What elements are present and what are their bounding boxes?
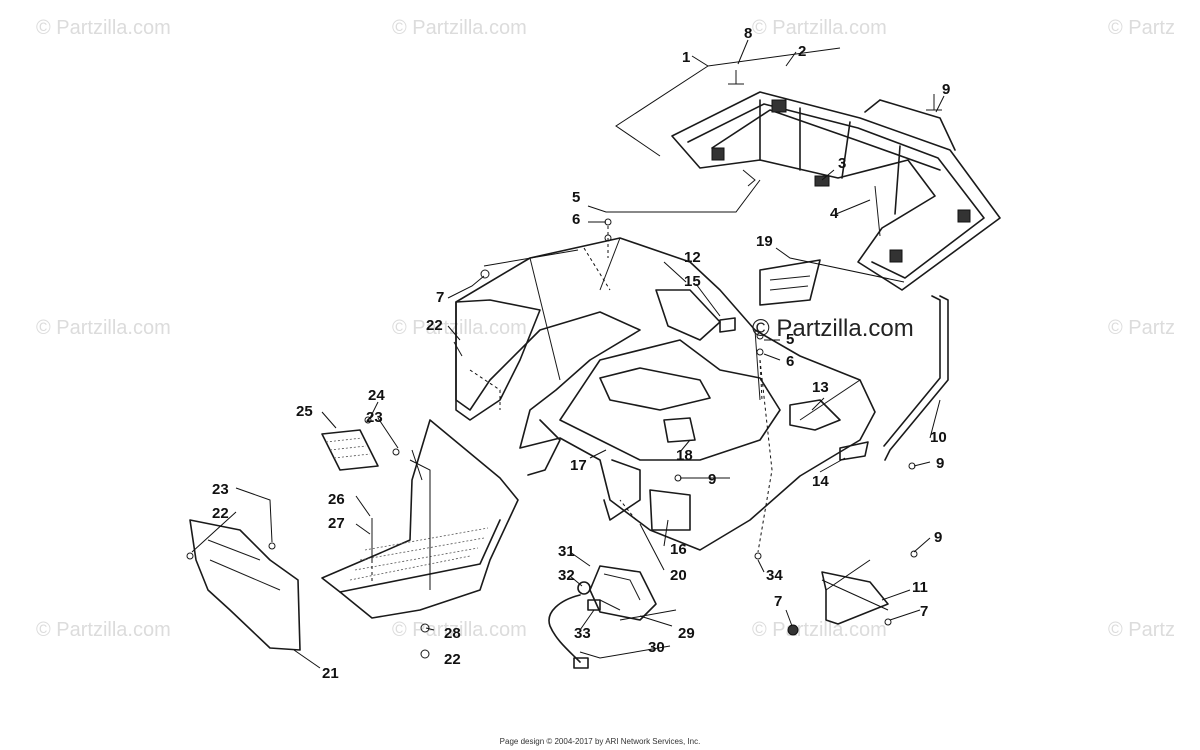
arctic-cat-decal: [759, 259, 821, 306]
rack-stay: [883, 295, 949, 461]
callout-26: 26: [328, 491, 345, 508]
callout-8: 8: [744, 25, 752, 42]
light-socket: [577, 581, 591, 595]
bolt-9: [926, 94, 942, 111]
nut-28: [420, 623, 430, 633]
callout-19: 19: [756, 233, 773, 250]
wire-harness: [548, 594, 581, 663]
watermark-bottom-edge: © Partz: [1108, 619, 1175, 641]
nut-7c: [787, 624, 799, 636]
watermark-top-left: © Partzilla.com: [36, 17, 171, 39]
callout-9b: 9: [708, 471, 716, 488]
callout-24: 24: [368, 387, 385, 404]
callout-31: 31: [558, 543, 575, 560]
rack-bumper: [711, 147, 725, 161]
callout-5b: 5: [786, 331, 794, 348]
screw-9d: [910, 550, 918, 558]
callout-7c: 7: [920, 603, 928, 620]
watermark-mid-left: © Partzilla.com: [36, 317, 171, 339]
callout-20: 20: [670, 567, 687, 584]
rear-fender: [455, 237, 876, 551]
hardware: [186, 70, 942, 659]
warning-decal: [649, 489, 691, 531]
callout-22b: 22: [212, 505, 229, 522]
watermark-mid-edge: © Partz: [1108, 317, 1175, 339]
callout-29: 29: [678, 625, 695, 642]
watermark-layer: © Partzilla.com © Partzilla.com © Partzi…: [36, 17, 1175, 641]
callout-12: 12: [684, 249, 701, 266]
callout-9: 9: [942, 81, 950, 98]
callout-10: 10: [930, 429, 947, 446]
callout-2: 2: [798, 43, 806, 60]
watermark-bottom-right: © Partzilla.com: [752, 619, 887, 641]
callout-25: 25: [296, 403, 313, 420]
nut-7b: [884, 618, 892, 626]
nut-6b: [756, 348, 764, 356]
callout-6: 6: [572, 211, 580, 228]
callout-28: 28: [444, 625, 461, 642]
callout-27: 27: [328, 515, 345, 532]
leader-lines: [191, 39, 945, 669]
nut-7: [480, 269, 490, 279]
rear-rack: [671, 91, 1001, 291]
callout-11: 11: [912, 579, 928, 596]
callout-18: 18: [676, 447, 693, 464]
rack-bumper: [771, 99, 787, 113]
screw-34: [754, 552, 762, 560]
nut-22c: [420, 649, 430, 659]
screw-23: [392, 448, 400, 456]
callout-21: 21: [322, 665, 339, 682]
callout-1: 1: [682, 49, 690, 66]
callout-32: 32: [558, 567, 575, 584]
watermark-top-edge: © Partz: [1108, 17, 1175, 39]
callout-7: 7: [436, 289, 444, 306]
callout-23b: 23: [212, 481, 229, 498]
decal-18: [663, 417, 696, 443]
callout-15: 15: [684, 273, 701, 290]
callout-6b: 6: [786, 353, 794, 370]
callout-16: 16: [670, 541, 687, 558]
watermark-mid-center: © Partzilla.com: [392, 317, 527, 339]
washer-5b: [756, 332, 764, 340]
screw-22: [453, 341, 463, 357]
callout-9c: 9: [936, 455, 944, 472]
callout-34: 34: [766, 567, 783, 584]
screw-22b: [186, 552, 194, 560]
callout-13: 13: [812, 379, 829, 396]
connector: [573, 657, 589, 669]
mount-bracket: [821, 571, 889, 625]
fender-decal: [789, 399, 841, 431]
callout-22: 22: [426, 317, 443, 334]
callout-22c: 22: [444, 651, 461, 668]
fender-flap: [455, 299, 541, 421]
bolt-8: [728, 70, 744, 85]
screw-24: [364, 416, 372, 424]
callout-labels: 1 2 3 4 5 6 7 8 9 10 11 12 13 14 15 16 1…: [212, 25, 950, 682]
callout-7b: 7: [774, 593, 782, 610]
inner-fender: [189, 519, 301, 651]
callout-5: 5: [572, 189, 580, 206]
decal-15: [719, 317, 736, 333]
reflector: [839, 441, 869, 461]
watermark-top-right: © Partzilla.com: [752, 17, 887, 39]
callout-23: 23: [366, 409, 383, 426]
watermark-top-center: © Partzilla.com: [392, 17, 527, 39]
watermark-bottom-left: © Partzilla.com: [36, 619, 171, 641]
callout-30: 30: [648, 639, 665, 656]
callout-14: 14: [812, 473, 829, 490]
screw-23b: [268, 542, 276, 550]
callout-17: 17: [570, 457, 587, 474]
watermark-main: © Partzilla.com: [752, 315, 914, 342]
callout-33: 33: [574, 625, 591, 642]
rack-bumper: [889, 249, 903, 263]
rod-4: [874, 185, 881, 237]
rack-bumper: [814, 175, 830, 187]
left-footwell: [321, 419, 519, 619]
footer-copyright: Page design © 2004-2017 by ARI Network S…: [499, 737, 701, 746]
callout-4: 4: [830, 205, 839, 222]
rack-bumper: [957, 209, 971, 223]
callout-3: 3: [838, 155, 846, 172]
callout-9d: 9: [934, 529, 942, 546]
